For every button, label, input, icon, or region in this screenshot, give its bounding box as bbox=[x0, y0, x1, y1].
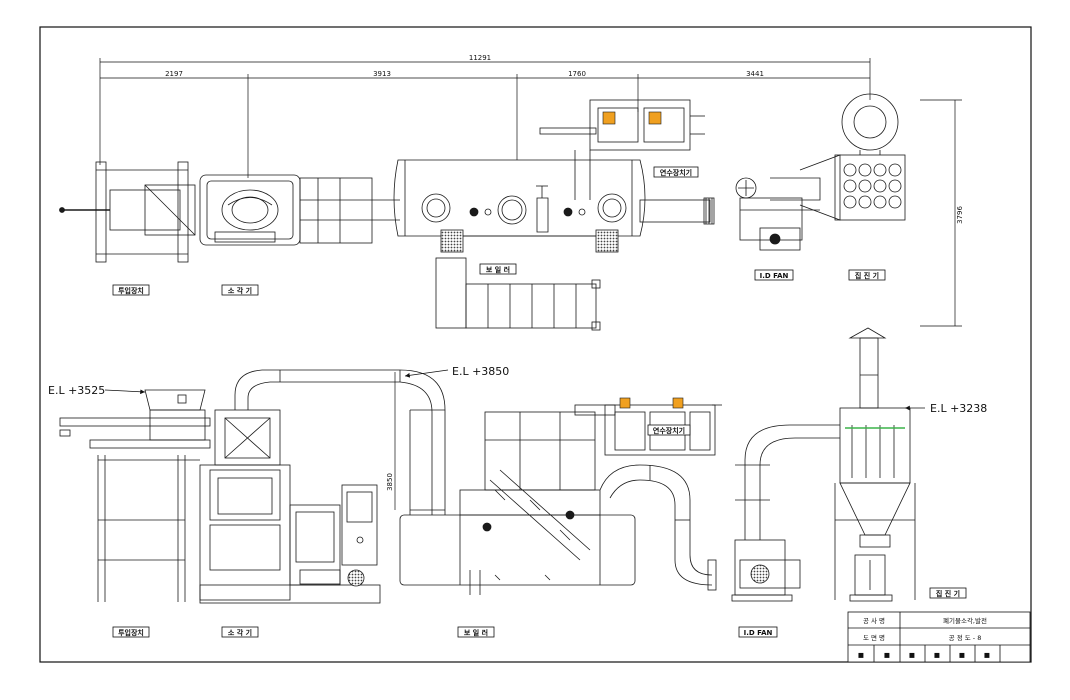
plan-boiler-platform bbox=[435, 257, 601, 331]
elev-boiler bbox=[399, 404, 636, 595]
title-block bbox=[847, 611, 1031, 663]
title-block-cell-4: ■ bbox=[934, 651, 940, 659]
plan-boiler bbox=[393, 159, 646, 253]
plan-duct-3 bbox=[770, 154, 841, 221]
title-block-cell-1: ■ bbox=[858, 651, 864, 659]
plan-incinerator bbox=[199, 174, 301, 246]
elevation-view bbox=[59, 327, 916, 604]
elev-incinerator bbox=[199, 409, 381, 604]
title-block-drawing-value: 공 정 도 - 8 bbox=[949, 633, 982, 642]
elev-callout-duct: E.L +3850 bbox=[452, 365, 509, 378]
plan-label-water-softener: 연수장치기 bbox=[660, 168, 692, 177]
plan-label-feeder: 투입장치 bbox=[118, 286, 144, 295]
title-block-drawing-label: 도 면 명 bbox=[863, 633, 885, 642]
plan-feeder-frame bbox=[59, 161, 196, 263]
elev-duct-loop bbox=[599, 464, 717, 591]
plan-duct-2 bbox=[639, 197, 715, 225]
elev-feeder bbox=[59, 389, 211, 602]
dim-plan-height: 3796 bbox=[956, 206, 964, 224]
plan-softener-accent-1 bbox=[602, 111, 616, 125]
dim-seg3: 1760 bbox=[568, 70, 586, 78]
elev-duct-top bbox=[234, 369, 446, 515]
dim-seg2: 3913 bbox=[373, 70, 391, 78]
plan-duct-1 bbox=[299, 177, 400, 244]
title-block-cell-5: ■ bbox=[959, 651, 965, 659]
plan-id-fan bbox=[735, 177, 820, 251]
elev-label-water-softener: 연수장치기 bbox=[653, 426, 685, 435]
plan-label-collector: 집 진 기 bbox=[855, 271, 879, 280]
elev-label-boiler: 보 일 러 bbox=[464, 628, 488, 637]
dim-seg1: 2197 bbox=[165, 70, 183, 78]
plan-collector bbox=[834, 93, 906, 221]
title-block-project-value: 폐기물소각,발전 bbox=[943, 616, 987, 625]
plan-softener-accent-2 bbox=[648, 111, 662, 125]
elev-softener-accent-1 bbox=[619, 397, 631, 409]
dimension-lines bbox=[99, 58, 871, 178]
title-block-cell-3: ■ bbox=[909, 651, 915, 659]
dim-total: 11291 bbox=[469, 54, 491, 62]
elev-id-fan bbox=[731, 424, 840, 602]
plan-label-id-fan: I.D FAN bbox=[760, 272, 789, 280]
elev-callout-feeder: E.L +3525 bbox=[48, 384, 105, 397]
plan-water-softener bbox=[539, 99, 705, 200]
title-block-project-label: 공 사 명 bbox=[863, 616, 885, 625]
title-block-cell-6: ■ bbox=[984, 651, 990, 659]
plan-label-incinerator: 소 각 기 bbox=[228, 286, 252, 295]
plan-label-boiler: 보 일 러 bbox=[486, 265, 510, 274]
plan-labels: 투입장치 소 각 기 보 일 러 I.D FAN 집 진 기 연수장치기 bbox=[112, 166, 886, 296]
dim-plan-height-lines bbox=[920, 99, 962, 327]
elev-label-feeder: 투입장치 bbox=[118, 628, 144, 637]
elev-softener-accent-2 bbox=[672, 397, 684, 409]
plan-view bbox=[59, 93, 906, 331]
dim-elev-height: 3850 bbox=[386, 473, 394, 491]
dim-seg4: 3441 bbox=[746, 70, 764, 78]
elev-callout-lines bbox=[104, 369, 925, 411]
elev-label-incinerator: 소 각 기 bbox=[228, 628, 252, 637]
sheet-border bbox=[39, 26, 1032, 663]
elev-label-collector: 집 진 기 bbox=[936, 589, 960, 598]
title-block-cell-2: ■ bbox=[884, 651, 890, 659]
elev-callout-collector: E.L +3238 bbox=[930, 402, 987, 415]
elev-collector bbox=[834, 327, 916, 602]
elevation-labels: 투입장치 소 각 기 보 일 러 I.D FAN 집 진 기 연수장치기 bbox=[112, 424, 967, 638]
elev-label-id-fan: I.D FAN bbox=[744, 629, 773, 637]
